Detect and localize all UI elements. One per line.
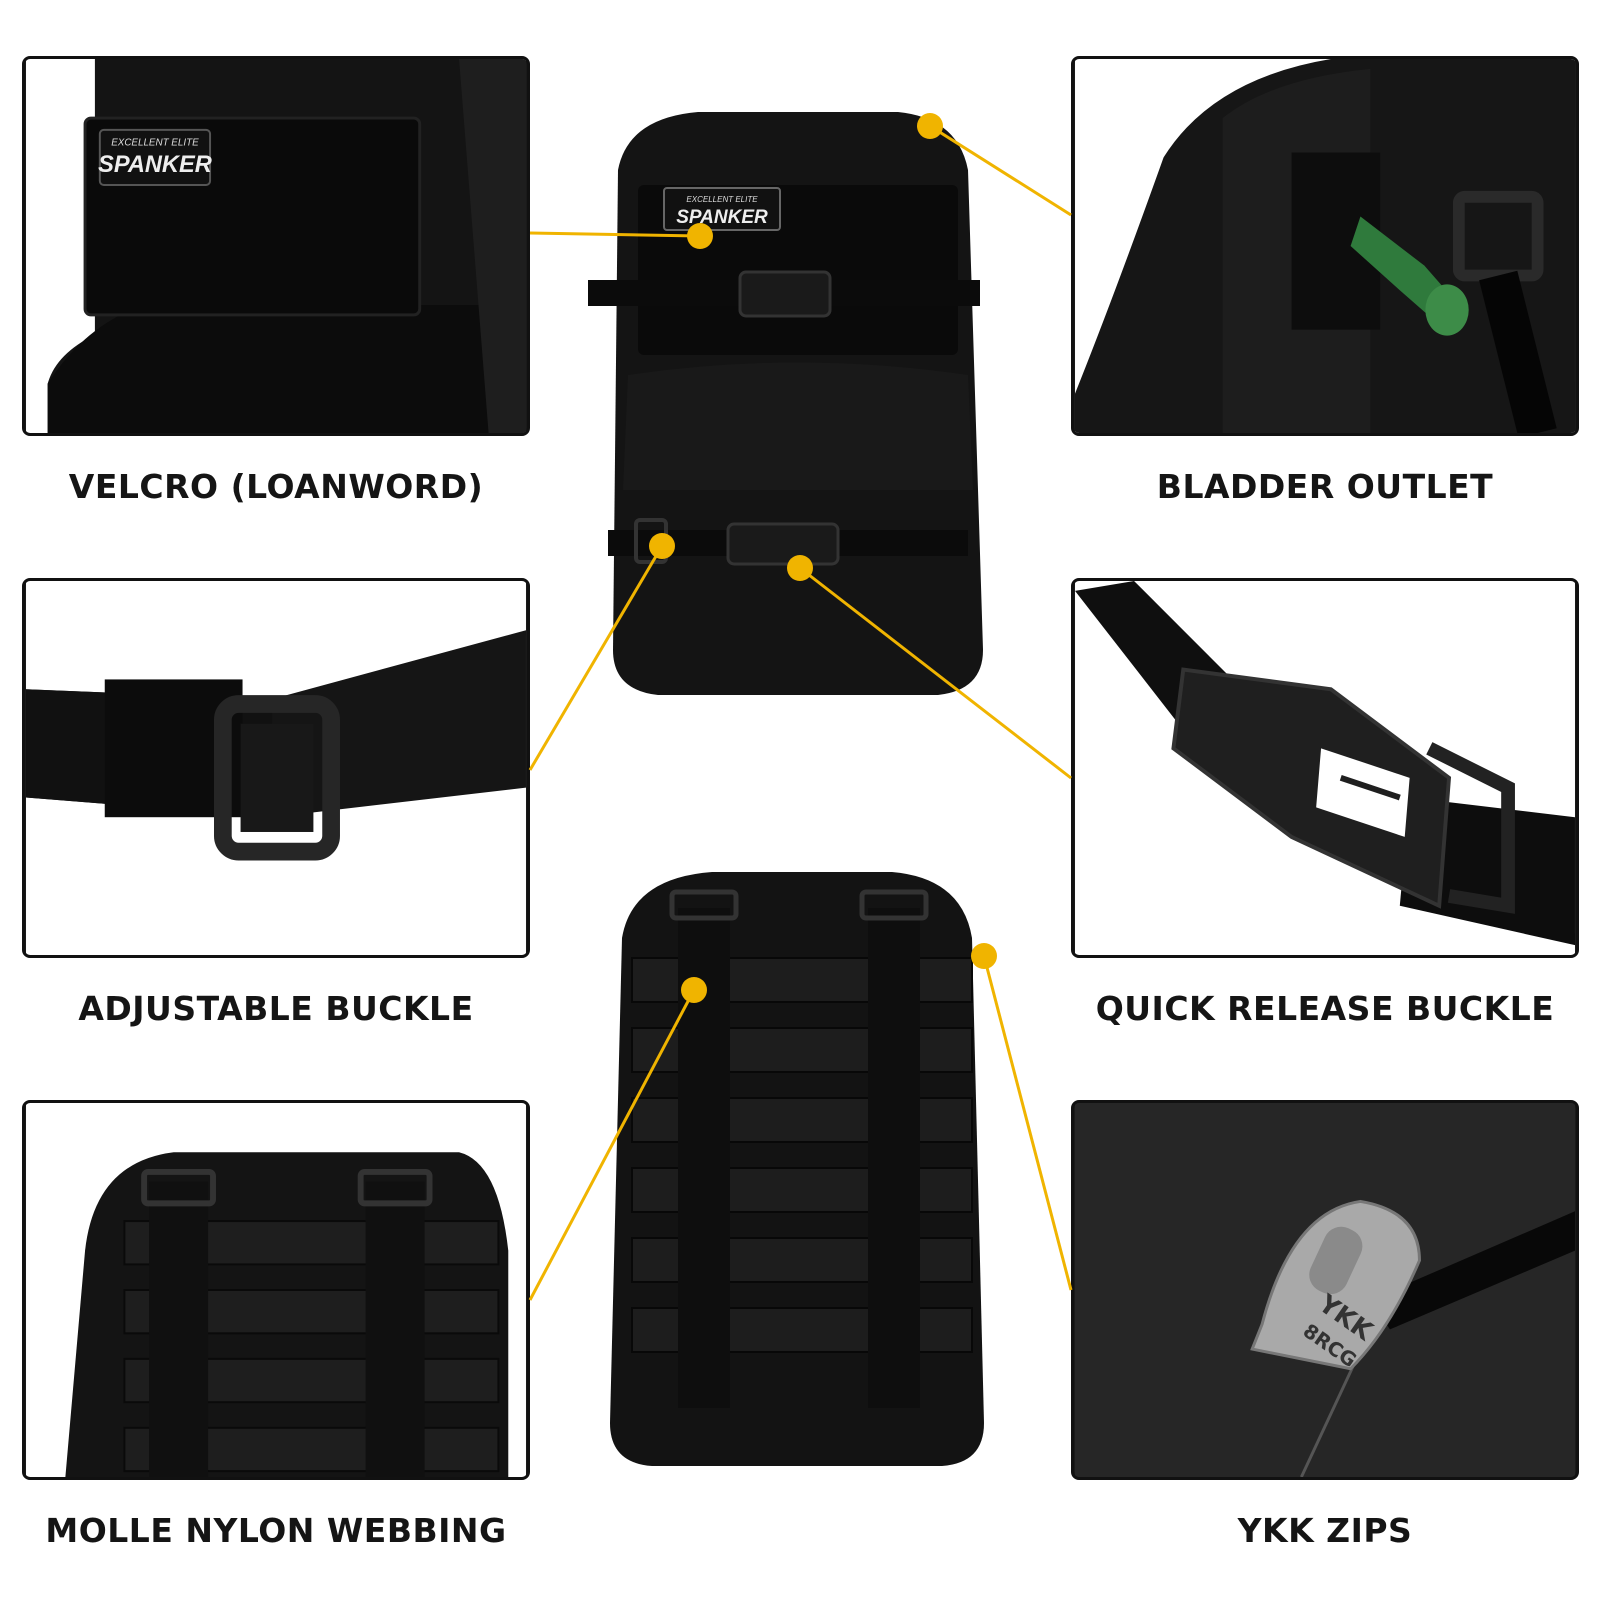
- velcro-photo: EXCELLENT ELITE SPANKER: [26, 59, 526, 433]
- brand-logo: SPANKER: [98, 152, 212, 178]
- feature-label-velcro: VELCRO (LOANWORD): [68, 467, 484, 506]
- bladder-photo: [1075, 59, 1575, 433]
- backpack-back-drawing: [610, 872, 984, 1466]
- adjustable-buckle-photo-panel: [22, 578, 530, 958]
- adjustable-buckle-photo: [26, 581, 526, 955]
- molle-photo: [26, 1103, 526, 1477]
- molle-photo-panel: [22, 1100, 530, 1480]
- backpack-back-photo: [592, 868, 1012, 1468]
- quick-release-photo-panel: [1071, 578, 1579, 958]
- backpack-front-photo: EXCELLENT ELITE SPANKER: [580, 110, 1008, 700]
- ykk-photo-panel: YKK 8RCG: [1071, 1100, 1579, 1480]
- brand-tagline: EXCELLENT ELITE: [111, 138, 199, 149]
- backpack-brand-tagline: EXCELLENT ELITE: [686, 195, 758, 204]
- ykk-photo: YKK 8RCG: [1075, 1103, 1575, 1477]
- velcro-photo-panel: EXCELLENT ELITE SPANKER: [22, 56, 530, 436]
- feature-label-quick-release: QUICK RELEASE BUCKLE: [1095, 989, 1555, 1028]
- feature-label-ykk: YKK ZIPS: [1237, 1511, 1413, 1550]
- bladder-photo-panel: [1071, 56, 1579, 436]
- feature-label-molle: MOLLE NYLON WEBBING: [45, 1511, 507, 1550]
- backpack-front-drawing: EXCELLENT ELITE SPANKER: [580, 112, 983, 695]
- backpack-brand-logo: SPANKER: [676, 207, 768, 228]
- quick-release-photo: [1075, 581, 1575, 955]
- feature-label-adjustable: ADJUSTABLE BUCKLE: [78, 989, 474, 1028]
- feature-label-bladder: BLADDER OUTLET: [1156, 467, 1494, 506]
